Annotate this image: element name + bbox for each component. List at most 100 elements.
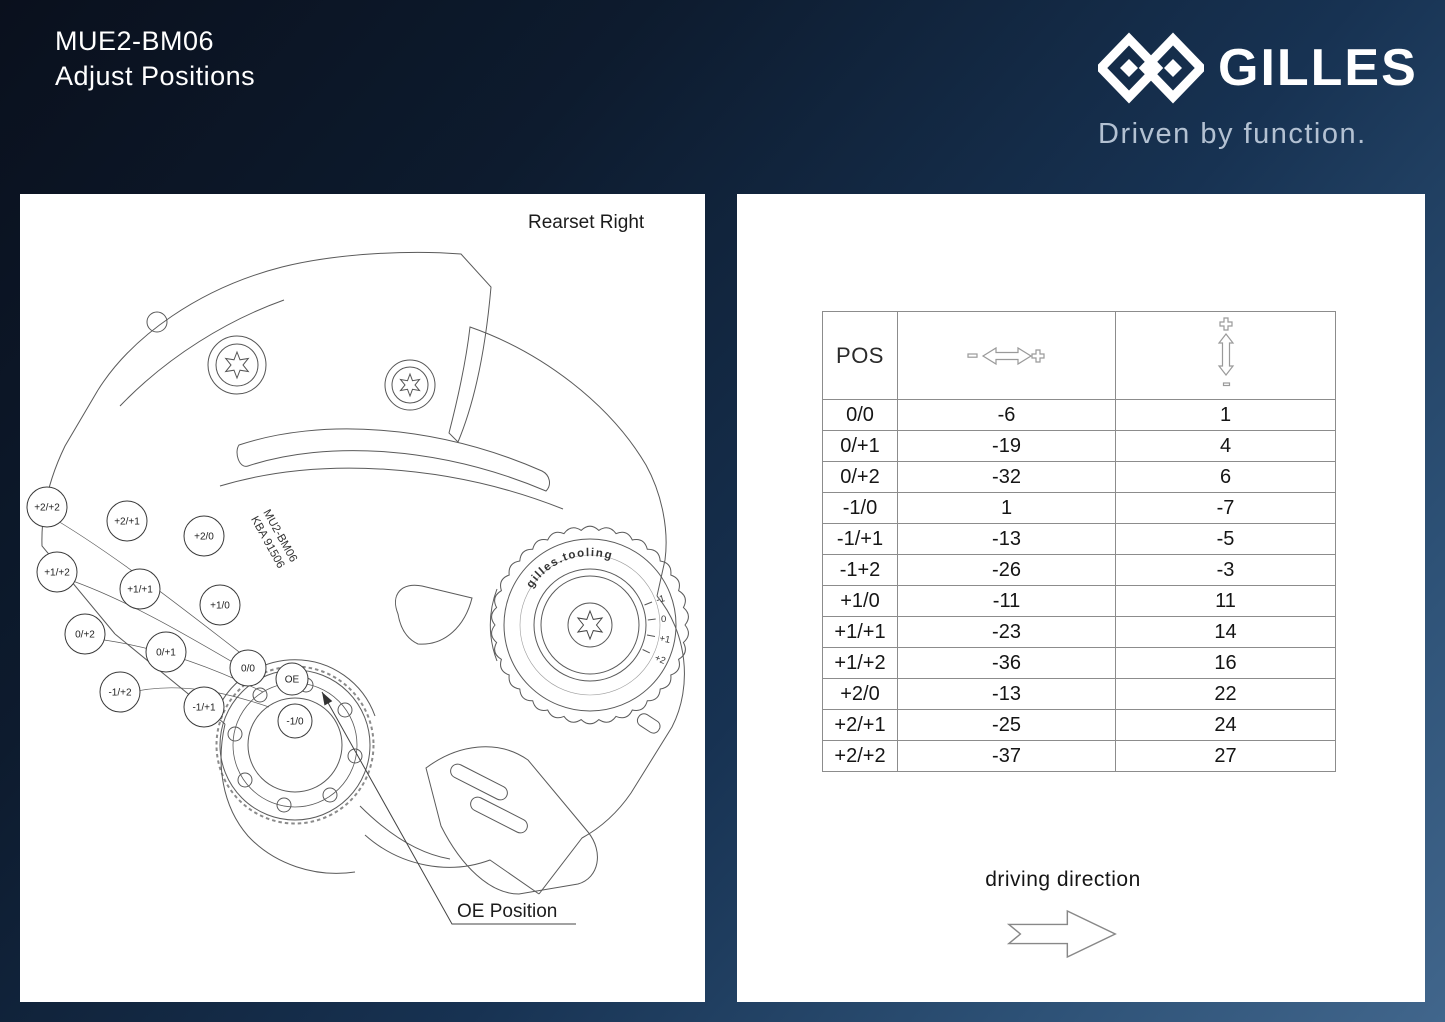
driving-direction-block: driving direction bbox=[933, 868, 1193, 965]
position-bubble: 0/+2 bbox=[64, 613, 106, 655]
document-title: MUE2-BM06 Adjust Positions bbox=[55, 24, 255, 94]
brand-tagline: Driven by function. bbox=[1098, 118, 1367, 150]
position-bubble: -1/0 bbox=[277, 703, 313, 739]
position-bubble: -1/+2 bbox=[99, 671, 141, 713]
cell-pos: +1/+1 bbox=[822, 616, 898, 648]
part-code-label: MU2-BM06 KBA 91506 bbox=[248, 508, 299, 571]
drawing-panel: Rearset Right bbox=[20, 194, 705, 1002]
svg-text:-1/+2: -1/+2 bbox=[108, 688, 132, 699]
brand-row: GILLES bbox=[1098, 30, 1428, 106]
brand-name: GILLES bbox=[1218, 39, 1418, 97]
cell-y-offset: -7 bbox=[1115, 492, 1336, 524]
position-bubble: +2/+1 bbox=[106, 500, 148, 542]
cell-pos: -1+2 bbox=[822, 554, 898, 586]
dial-brand-text: gilles.tooling bbox=[524, 547, 613, 590]
cell-y-offset: 22 bbox=[1115, 678, 1336, 710]
cell-y-offset: -5 bbox=[1115, 523, 1336, 555]
gilles-logo-icon bbox=[1098, 32, 1204, 104]
cell-x-offset: -32 bbox=[897, 461, 1116, 493]
mounting-screws bbox=[207, 335, 436, 411]
position-bubble: -1/+1 bbox=[183, 686, 225, 728]
cell-pos: +2/0 bbox=[822, 678, 898, 710]
cell-x-offset: -13 bbox=[897, 678, 1116, 710]
svg-text:+2/0: +2/0 bbox=[194, 532, 214, 543]
pos-column-header: POS bbox=[822, 311, 898, 400]
y-offset-column-header bbox=[1115, 311, 1336, 400]
dial-mark: -1 bbox=[655, 593, 666, 606]
cell-pos: 0/0 bbox=[822, 399, 898, 431]
rearset-technical-drawing: Rearset Right bbox=[26, 212, 689, 925]
dial-ticks bbox=[642, 601, 656, 654]
model-code: MUE2-BM06 bbox=[55, 26, 215, 56]
cell-x-offset: -6 bbox=[897, 399, 1116, 431]
oe-position-label: OE Position bbox=[457, 901, 557, 922]
vertical-adjust-icon bbox=[1217, 316, 1234, 386]
svg-text:-1/0: -1/0 bbox=[286, 717, 304, 728]
cell-pos: 0/+1 bbox=[822, 430, 898, 462]
cell-y-offset: 14 bbox=[1115, 616, 1336, 648]
svg-text:OE: OE bbox=[285, 675, 300, 686]
cell-pos: -1/0 bbox=[822, 492, 898, 524]
cell-y-offset: -3 bbox=[1115, 554, 1336, 586]
brand-block: GILLES Driven by function. bbox=[1098, 30, 1428, 151]
horizontal-adjust-icon bbox=[966, 346, 1045, 365]
driving-direction-arrow-icon bbox=[1006, 909, 1117, 959]
cell-pos: +1/+2 bbox=[822, 647, 898, 679]
oe-position-callout: OE Position bbox=[321, 691, 576, 925]
cell-pos: 0/+2 bbox=[822, 461, 898, 493]
cell-x-offset: -11 bbox=[897, 585, 1116, 617]
data-panel: POS bbox=[737, 194, 1425, 1002]
position-bubble: +1/0 bbox=[199, 584, 241, 626]
cell-pos: -1/+1 bbox=[822, 523, 898, 555]
cell-x-offset: -23 bbox=[897, 616, 1116, 648]
cell-y-offset: 16 bbox=[1115, 647, 1336, 679]
cell-x-offset: -25 bbox=[897, 709, 1116, 741]
document-subtitle: Adjust Positions bbox=[55, 61, 256, 91]
cell-pos: +1/0 bbox=[822, 585, 898, 617]
cell-y-offset: 11 bbox=[1115, 585, 1336, 617]
cell-y-offset: 24 bbox=[1115, 709, 1336, 741]
torx-screw-icon bbox=[384, 359, 436, 411]
position-bubble: 0/0 bbox=[229, 649, 267, 687]
dial-mark: +2 bbox=[653, 653, 667, 667]
cell-x-offset: -19 bbox=[897, 430, 1116, 462]
svg-text:0/0: 0/0 bbox=[241, 664, 255, 675]
torx-screw-icon bbox=[207, 335, 267, 395]
dial-scale: -1 0 +1 +2 bbox=[653, 593, 671, 667]
cell-x-offset: -37 bbox=[897, 740, 1116, 772]
svg-text:+1/+1: +1/+1 bbox=[127, 585, 153, 596]
dial-mark: 0 bbox=[661, 614, 666, 625]
svg-text:+2/+1: +2/+1 bbox=[114, 517, 140, 528]
drawing-title: Rearset Right bbox=[528, 212, 645, 233]
svg-text:0/+1: 0/+1 bbox=[156, 648, 176, 659]
svg-text:0/+2: 0/+2 bbox=[75, 630, 95, 641]
position-bubble: +2/+2 bbox=[26, 486, 68, 528]
svg-text:+1/0: +1/0 bbox=[210, 601, 230, 612]
position-bubble: +2/0 bbox=[183, 515, 225, 557]
cell-x-offset: 1 bbox=[897, 492, 1116, 524]
cell-y-offset: 4 bbox=[1115, 430, 1336, 462]
driving-direction-label: driving direction bbox=[985, 868, 1141, 891]
position-bubble: 0/+1 bbox=[145, 631, 187, 673]
cell-x-offset: -36 bbox=[897, 647, 1116, 679]
position-bubble: +1/+1 bbox=[119, 568, 161, 610]
position-bubble: OE bbox=[275, 662, 309, 696]
cell-pos: +2/+1 bbox=[822, 709, 898, 741]
position-bubble: +1/+2 bbox=[36, 551, 78, 593]
dial-mark: +1 bbox=[658, 633, 671, 646]
cell-y-offset: 27 bbox=[1115, 740, 1336, 772]
svg-text:-1/+1: -1/+1 bbox=[192, 703, 216, 714]
svg-text:+2/+2: +2/+2 bbox=[34, 503, 60, 514]
cell-y-offset: 1 bbox=[1115, 399, 1336, 431]
cell-y-offset: 6 bbox=[1115, 461, 1336, 493]
adjuster-dial: gilles.tooling -1 0 +1 +2 bbox=[491, 525, 689, 725]
